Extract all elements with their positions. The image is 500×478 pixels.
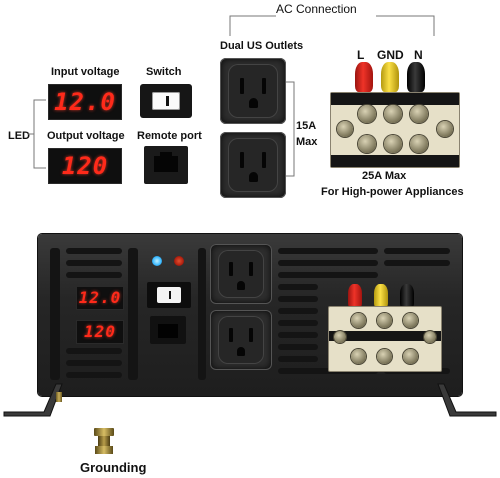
output-voltage-label: Output voltage	[47, 130, 125, 142]
input-voltage-display: 12.0	[48, 84, 122, 120]
terminal-n-label: N	[414, 48, 423, 62]
terminal-l-label: L	[357, 48, 365, 62]
terminal-screw-icon	[337, 121, 353, 137]
grounding-lug	[56, 392, 62, 402]
terminal-screw-icon	[351, 349, 366, 364]
mounting-feet	[3, 383, 497, 417]
indicator-blue-led	[152, 256, 162, 266]
terminal-screw-icon	[410, 135, 428, 153]
terminal-screw-icon	[377, 349, 392, 364]
terminal-screw-icon	[384, 105, 402, 123]
indicator-red-led	[174, 256, 184, 266]
terminal-screw-icon	[437, 121, 453, 137]
max-label: Max	[296, 136, 318, 148]
terminal-gnd-label: GND	[377, 48, 404, 62]
led-bracket	[28, 99, 46, 169]
panel-outlet-top[interactable]	[210, 244, 272, 304]
us-outlet-icon	[220, 132, 286, 198]
remote-port[interactable]	[150, 316, 186, 344]
grounding-label: Grounding	[80, 460, 147, 475]
terminal-screw-icon	[358, 105, 376, 123]
amp-bracket	[286, 81, 295, 177]
switch-label: Switch	[146, 66, 182, 78]
terminal-screw-icon	[403, 313, 418, 328]
ac-connection-bracket	[229, 15, 435, 36]
panel-terminal-block[interactable]	[328, 306, 442, 372]
amp-15-label: 15A	[296, 120, 317, 132]
rj45-port-icon	[144, 146, 188, 184]
terminal-screw-icon	[358, 135, 376, 153]
rocker-switch-icon	[140, 84, 192, 118]
panel-input-display: 12.0	[76, 286, 124, 310]
terminal-screw-icon	[410, 105, 428, 123]
power-switch[interactable]	[147, 282, 191, 308]
panel-terminal-yellow-cap	[374, 284, 388, 308]
terminal-screw-icon	[403, 349, 418, 364]
terminal-screw-icon	[334, 331, 346, 343]
terminal-screw-icon	[377, 313, 392, 328]
terminal-block-legend	[330, 92, 460, 168]
panel-outlet-bottom[interactable]	[210, 310, 272, 370]
panel-output-display: 120	[76, 320, 124, 344]
panel-terminal-red-cap	[348, 284, 362, 308]
grounding-bolt-icon	[94, 428, 114, 456]
terminal-red-cap	[355, 62, 373, 92]
input-voltage-label: Input voltage	[51, 66, 120, 78]
terminal-screw-icon	[384, 135, 402, 153]
output-voltage-display: 120	[48, 148, 122, 184]
led-label: LED	[8, 130, 30, 142]
terminal-screw-icon	[351, 313, 366, 328]
panel-terminal-black-cap	[400, 284, 414, 308]
dual-outlets-label: Dual US Outlets	[220, 40, 304, 52]
terminal-yellow-cap	[381, 62, 399, 92]
terminal-black-cap	[407, 62, 425, 92]
remote-port-label: Remote port	[137, 130, 202, 142]
ac-connection-label: AC Connection	[276, 2, 357, 16]
terminal-screw-icon	[424, 331, 436, 343]
us-outlet-icon	[220, 58, 286, 124]
amp-25-label: 25A Max	[362, 170, 407, 182]
high-power-label: For High-power Appliances	[321, 186, 464, 198]
